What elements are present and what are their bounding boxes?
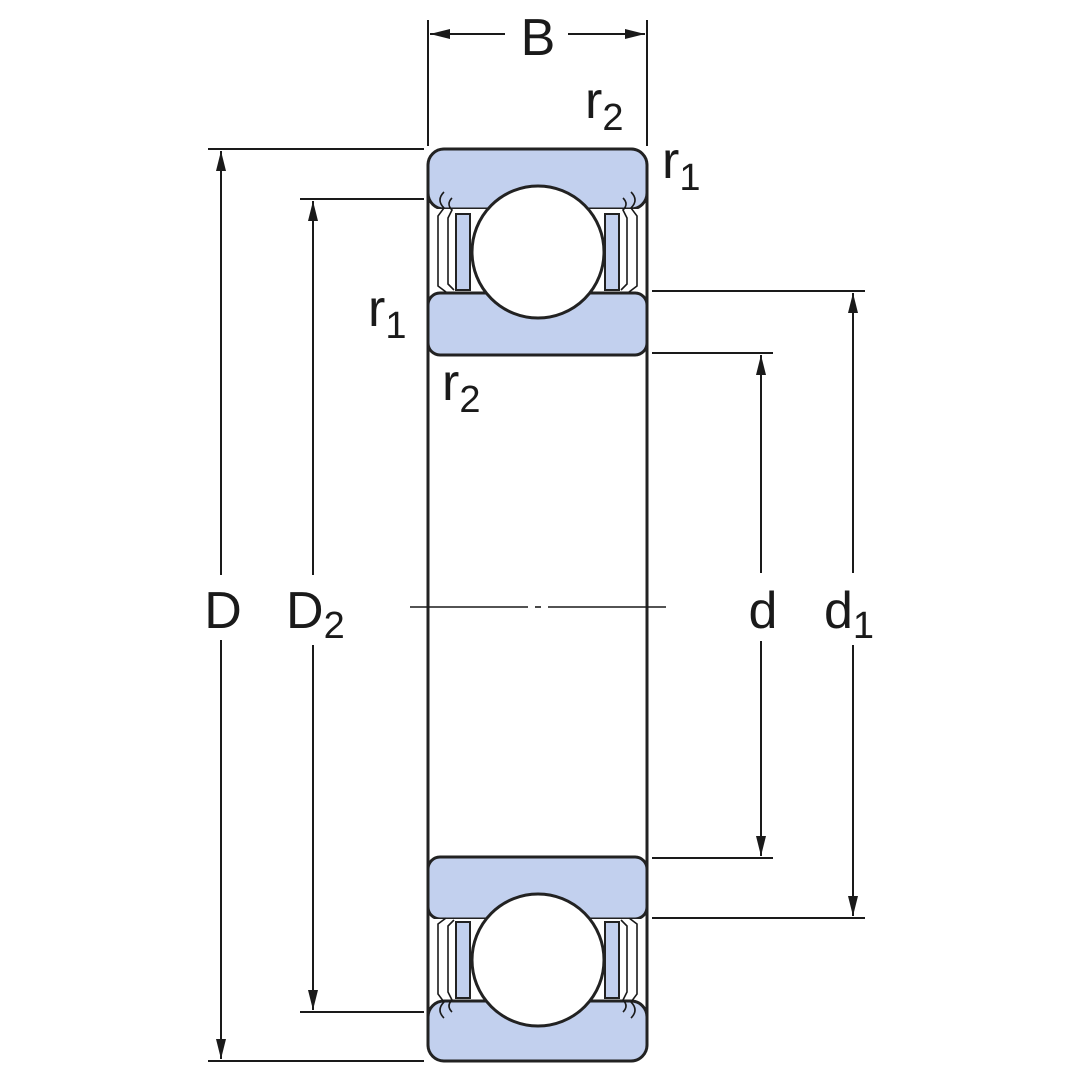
seal-right-top xyxy=(620,191,638,293)
seal-plate-left-bottom xyxy=(455,921,471,999)
label-r1-top: r1 xyxy=(662,132,700,199)
ball-bottom xyxy=(470,892,606,1028)
seal-plate-right-top xyxy=(604,213,620,291)
seal-plate-right-bottom xyxy=(604,921,620,999)
seal-left-bottom xyxy=(437,917,455,1019)
label-r2-left: r2 xyxy=(442,354,480,421)
label-d2: D2 xyxy=(286,582,345,647)
label-outside-diameter: D xyxy=(204,582,242,640)
label-bore-diameter: d xyxy=(749,582,778,640)
label-d1: d1 xyxy=(824,582,874,647)
seal-plate-left-top xyxy=(455,213,471,291)
seal-right-bottom xyxy=(620,917,638,1019)
ball-top xyxy=(470,184,606,320)
seal-left-top xyxy=(437,191,455,293)
label-r2-top: r2 xyxy=(585,72,623,139)
label-r1-left: r1 xyxy=(368,280,406,347)
label-b: B xyxy=(521,9,556,67)
